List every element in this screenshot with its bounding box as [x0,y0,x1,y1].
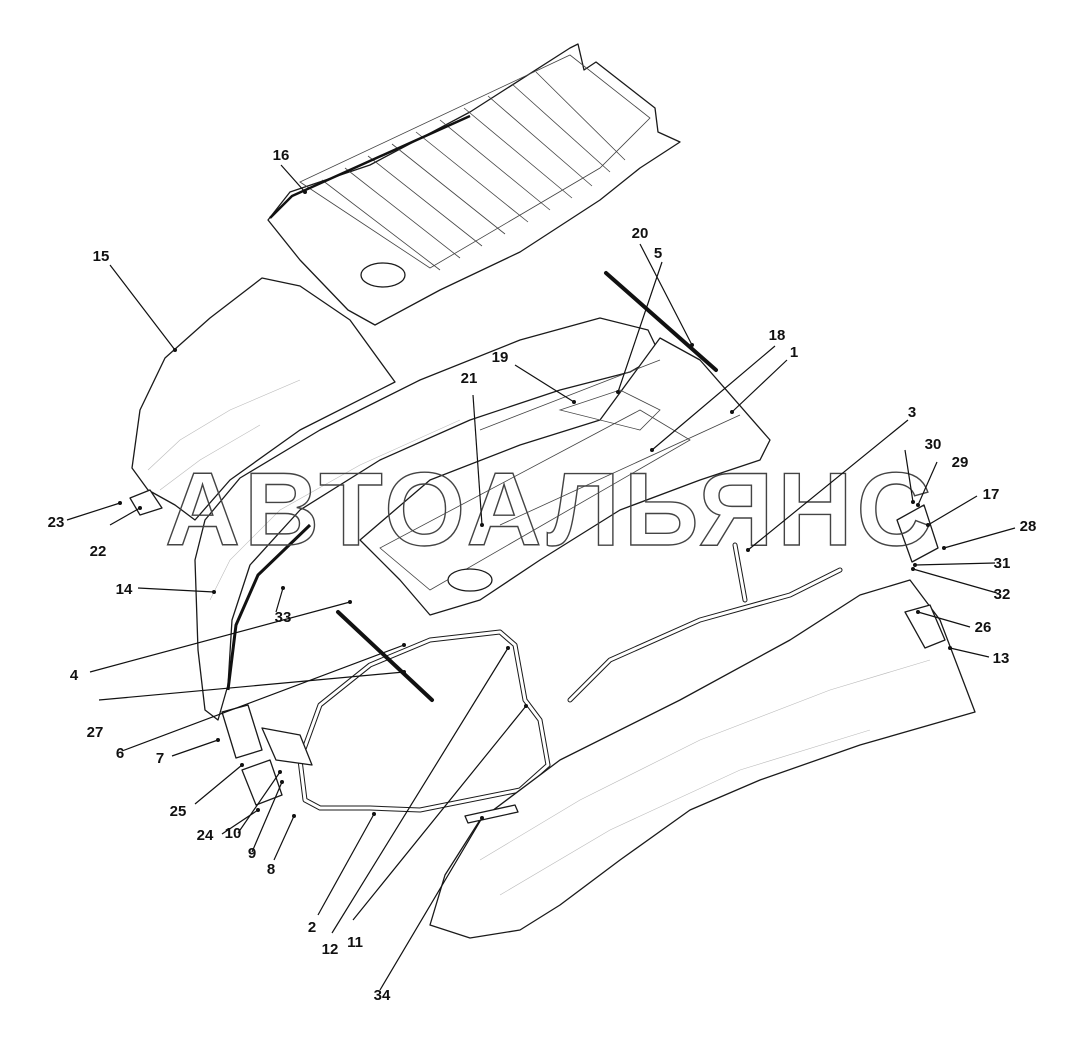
callout-27: 27 [87,724,104,741]
watermark-text: АВТОАЛЬЯНС [165,452,936,568]
callout-25: 25 [170,803,187,820]
side-shell-13 [429,579,976,939]
callout-9: 9 [248,845,256,862]
callout-21: 21 [461,370,478,387]
callout-24: 24 [197,827,214,844]
callout-26: 26 [975,619,992,636]
callout-18: 18 [769,327,786,344]
callout-10: 10 [225,825,242,842]
bracket-17 [896,504,939,563]
callout-14: 14 [116,581,133,598]
callout-13: 13 [993,650,1010,667]
callout-6: 6 [116,745,124,762]
callout-11: 11 [347,934,363,951]
callout-4: 4 [70,667,79,684]
frame-assembly [359,337,771,616]
front-cover-15 [131,277,396,521]
side-shell-14 [194,317,661,721]
callout-29: 29 [952,454,969,471]
callout-15: 15 [93,248,110,265]
callout-30: 30 [925,436,942,453]
callout-17: 17 [983,486,1000,503]
tube-frame-2 [297,629,551,813]
callout-3: 3 [908,404,916,421]
roof-panel-16 [267,43,681,326]
callout-20: 20 [632,225,649,242]
callout-31: 31 [994,555,1011,572]
callout-34: 34 [374,987,391,1004]
callout-1: 1 [790,344,798,361]
leader-lines [66,164,1016,991]
callout-8: 8 [267,861,275,878]
callout-19: 19 [492,349,509,366]
rod-20 [604,271,718,372]
plate-34 [464,804,519,824]
callout-12: 12 [322,941,339,958]
strut-6 [336,610,434,702]
tube-frame-3 [567,542,843,703]
callout-2: 2 [308,919,316,936]
callout-16: 16 [273,147,290,164]
callout-5: 5 [654,245,662,262]
callout-22: 22 [90,543,107,560]
callout-28: 28 [1020,518,1037,535]
callout-23: 23 [48,514,65,531]
callout-33: 33 [275,609,292,626]
callout-32: 32 [994,586,1011,603]
leader-arrowheads [118,190,952,820]
callout-7: 7 [156,750,164,767]
hinge-parts [221,704,313,806]
callouts: 1 2 3 4 5 6 7 8 9 10 11 12 13 14 15 16 1… [48,147,1037,1004]
